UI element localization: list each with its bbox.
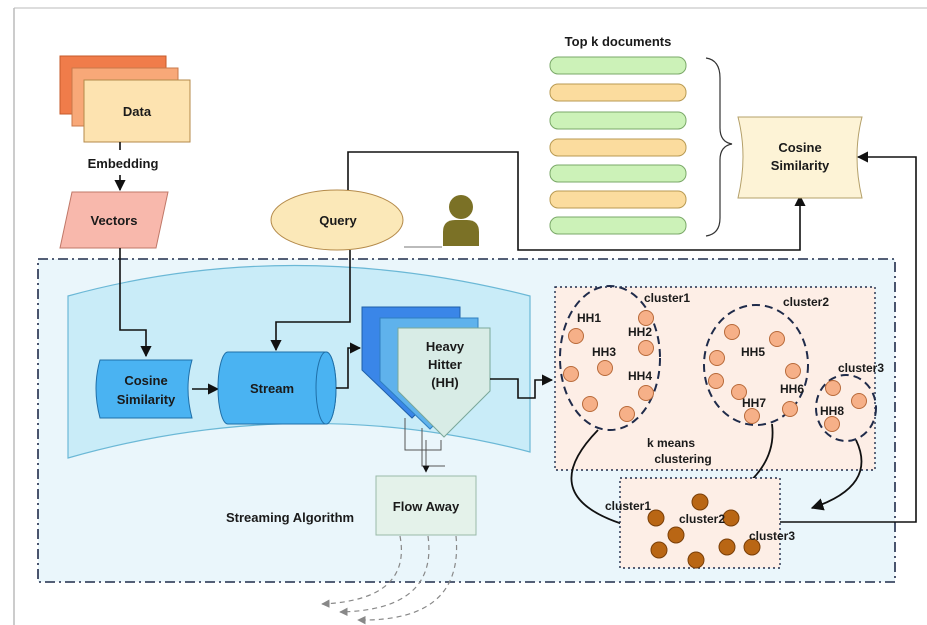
- cluster2-label: cluster2: [783, 295, 829, 309]
- cluster-result-dots: [647, 493, 761, 569]
- hh-line2: Hitter: [428, 357, 462, 372]
- top-k-brace: [705, 57, 733, 237]
- data-stack: Data: [59, 55, 191, 143]
- user-icon: [443, 195, 479, 246]
- hh7-label: HH7: [742, 396, 766, 410]
- stream-cylinder: Stream: [217, 351, 337, 425]
- hh-line3: (HH): [431, 375, 458, 390]
- vectors-shape: [59, 191, 169, 249]
- cluster3-ellipse: [815, 374, 877, 442]
- top-k-label: Top k documents: [565, 34, 672, 49]
- query-label: Query: [319, 213, 357, 228]
- kmeans-line1: k means: [647, 436, 695, 450]
- cosine-left-line2: Similarity: [117, 392, 176, 407]
- hh-pipe-2: [421, 428, 445, 467]
- hh-line1: Heavy: [426, 339, 465, 354]
- hh8-label: HH8: [820, 404, 844, 418]
- cosine-top-line1: Cosine: [778, 140, 821, 155]
- embedding-label: Embedding: [88, 156, 159, 171]
- cosine-similarity-left-shape: [95, 359, 193, 419]
- top-k-documents: [549, 56, 687, 235]
- vectors-to-cosine-arrow: [119, 248, 152, 358]
- cosine-top-line2: Similarity: [771, 158, 830, 173]
- hh3-label: HH3: [592, 345, 616, 359]
- cluster1-to-result-arrow: [570, 429, 638, 532]
- hh1-label: HH1: [577, 311, 601, 325]
- hh6-label: HH6: [780, 382, 804, 396]
- cluster2-ellipse: [703, 304, 809, 426]
- cluster1-ellipse: [559, 285, 661, 431]
- cluster1-label: cluster1: [644, 291, 690, 305]
- bottom-cluster2-label: cluster2: [679, 512, 725, 526]
- streaming-algorithm-label: Streaming Algorithm: [226, 510, 354, 525]
- cluster3-label: cluster3: [838, 361, 884, 375]
- heavy-hitter-funnel: Heavy Hitter (HH): [361, 306, 491, 438]
- stream-to-hh-arrow: [336, 342, 362, 389]
- bottom-cluster1-label: cluster1: [605, 499, 651, 513]
- hh-to-cluster-arrow: [490, 374, 554, 399]
- flow-away-box: [375, 475, 477, 536]
- cluster3-to-result-arrow: [810, 439, 863, 511]
- bottom-cluster3-label: cluster3: [749, 529, 795, 543]
- hh-pipe-1: [404, 418, 442, 451]
- hh5-label: HH5: [741, 345, 765, 359]
- vectors-label: Vectors: [91, 213, 138, 228]
- cosine-left-line1: Cosine: [124, 373, 167, 388]
- stream-label: Stream: [250, 381, 294, 396]
- data-label: Data: [123, 104, 152, 119]
- query-to-stream-arrow: [270, 250, 351, 352]
- flow-away-dashes: [321, 535, 458, 625]
- hh2-label: HH2: [628, 325, 652, 339]
- hh4-label: HH4: [628, 369, 652, 383]
- query-to-cosine-top-arrow: [347, 151, 806, 251]
- query-ellipse: [270, 189, 404, 251]
- cosine-similarity-top-shape: [737, 116, 863, 199]
- cluster-to-cosine-arrow: [770, 151, 917, 523]
- kmeans-line2: clustering: [654, 452, 711, 466]
- flow-away-label: Flow Away: [393, 499, 460, 514]
- cluster-dots: [563, 310, 867, 432]
